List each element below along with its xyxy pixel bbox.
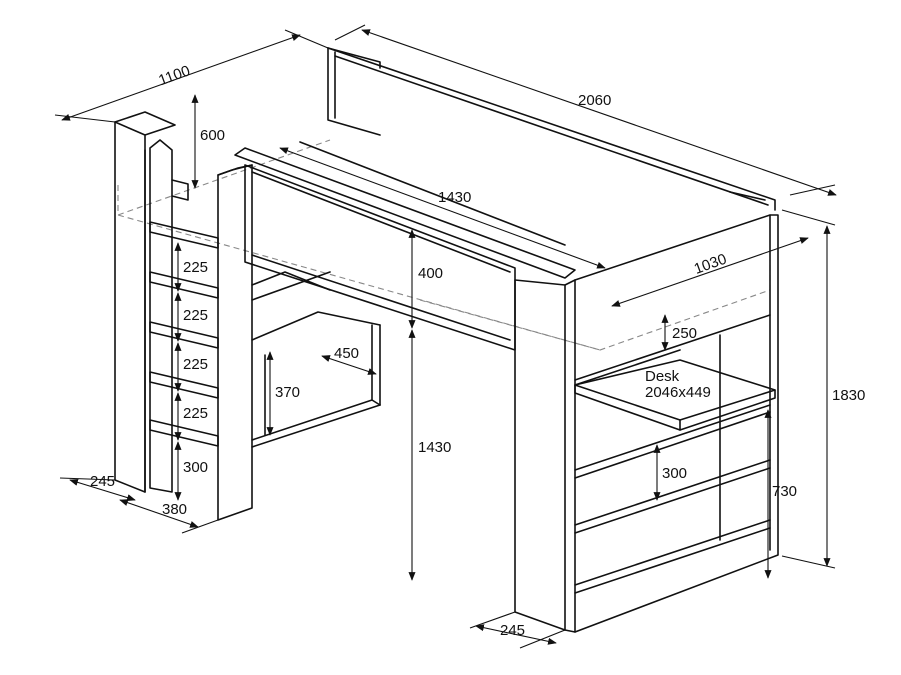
dim-600: 600 — [200, 127, 225, 144]
dim-2060: 2060 — [578, 92, 611, 109]
right-bookshelf — [574, 314, 771, 594]
dim-250: 250 — [672, 325, 697, 342]
dim-1430-length: 1430 — [438, 189, 471, 206]
dim-1030: 1030 — [692, 251, 729, 278]
dim-1430-height: 1430 — [418, 439, 451, 456]
dim-245-left: 245 — [90, 473, 115, 490]
dim-370: 370 — [275, 384, 300, 401]
dim-1100: 1100 — [156, 62, 192, 89]
dim-225-rung-4: 225 — [183, 405, 208, 422]
dimension-labels: 1100 2060 600 1430 1030 400 225 225 225 … — [90, 62, 865, 639]
dim-225-rung-2: 225 — [183, 307, 208, 324]
desk-size-label: 2046x449 — [645, 384, 711, 401]
dimension-lines — [54, 24, 837, 649]
ladder-rungs — [149, 221, 219, 447]
dim-730: 730 — [772, 483, 797, 500]
dim-400: 400 — [418, 265, 443, 282]
dim-300-shelf: 300 — [662, 465, 687, 482]
dim-450: 450 — [334, 345, 359, 362]
dim-380: 380 — [162, 501, 187, 518]
dim-1830: 1830 — [832, 387, 865, 404]
desk-label: Desk — [645, 368, 680, 385]
dim-225-rung-1: 225 — [183, 259, 208, 276]
dim-225-rung-3: 225 — [183, 356, 208, 373]
dim-300-ladder: 300 — [183, 459, 208, 476]
dim-245-right: 245 — [500, 622, 525, 639]
left-bookshelf — [251, 271, 381, 448]
desk-top — [574, 359, 776, 431]
